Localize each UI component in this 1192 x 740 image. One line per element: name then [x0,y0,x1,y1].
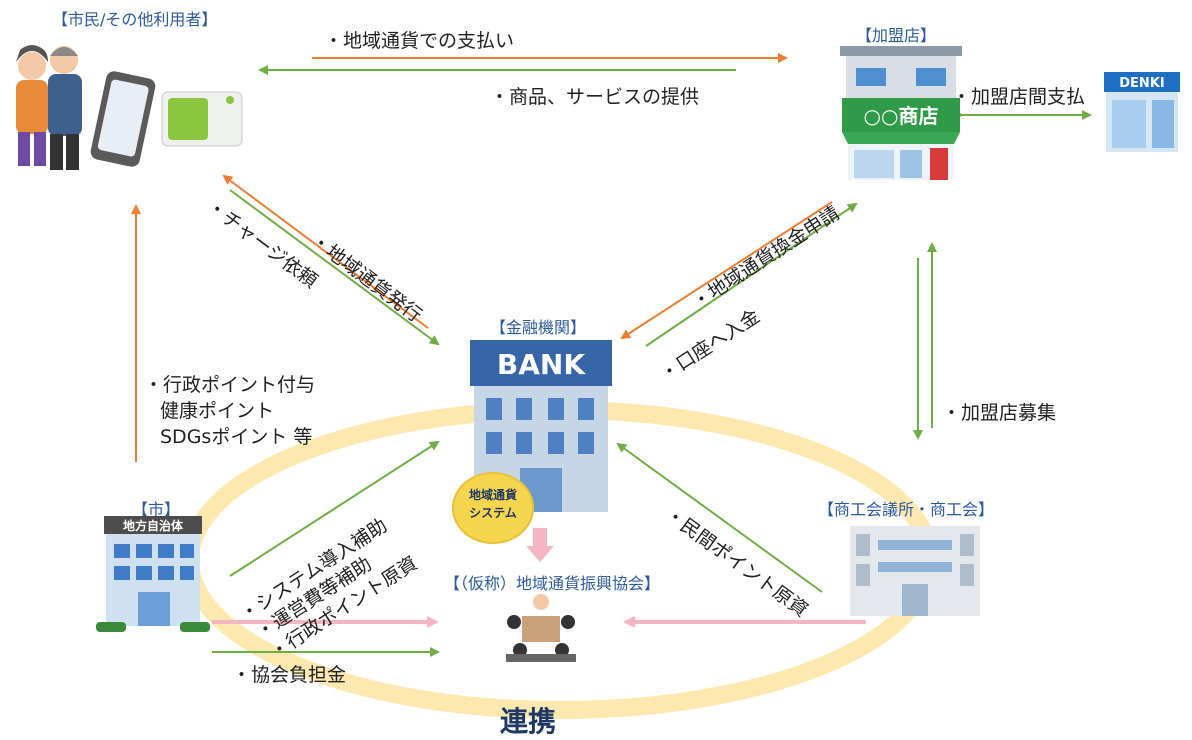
cooperation-label: 連携 [500,705,557,738]
woman-icon [16,45,48,166]
store-title: 【加盟店】 [856,26,937,45]
meeting-illustration [506,594,576,662]
arrow-private-points [616,442,823,593]
association-title: 【（仮称）地域通貨振興協会】 [444,574,661,593]
citizens-illustration [16,45,243,170]
bank-sign: BANK [497,348,586,381]
arrow-issue [222,174,429,329]
system-badge: 地域通貨 システム [452,472,534,544]
ic-card-icon [161,91,243,147]
chamber-building-illustration [850,526,980,616]
label-points-2: 健康ポイント [160,400,275,422]
arrow-bank-to-assoc-head [526,546,554,562]
label-inter-store: ・加盟店間支払 [952,86,1086,108]
city-sign: 地方自治体 [123,518,184,533]
smartphone-icon [90,71,156,167]
bank-title: 【金融機関】 [490,318,587,337]
label-pay: ・地域通貨での支払い [324,30,515,52]
label-points-1: ・行政ポイント付与 [144,374,316,396]
city-title: 【市】 [132,500,181,519]
label-goods: ・商品、サービスの提供 [490,86,700,108]
citizens-title: 【市民/その他利用者】 [52,10,218,29]
chamber-title: 【商工会議所・商工会】 [818,500,995,519]
denki-store-illustration: DENKI [1104,72,1180,152]
city-hall-illustration: 地方自治体 [96,516,210,632]
label-fee: ・協会負担金 [232,664,347,686]
shop-sign: ○○商店 [864,104,939,128]
man-icon [48,46,82,170]
store-illustration: ○○商店 [840,46,962,180]
label-recruit: ・加盟店募集 [942,402,1057,424]
label-points-3: SDGsポイント 等 [160,426,313,448]
system-badge-line1: 地域通貨 [468,488,517,502]
arrow-charge [229,189,440,346]
denki-sign: DENKI [1119,76,1164,91]
arrow-subsidy [229,440,440,577]
system-badge-line2: システム [469,506,517,520]
arrow-bank-to-assoc-shaft [533,528,547,548]
arrow-deposit [645,202,858,347]
arrow-exchange [620,201,833,340]
